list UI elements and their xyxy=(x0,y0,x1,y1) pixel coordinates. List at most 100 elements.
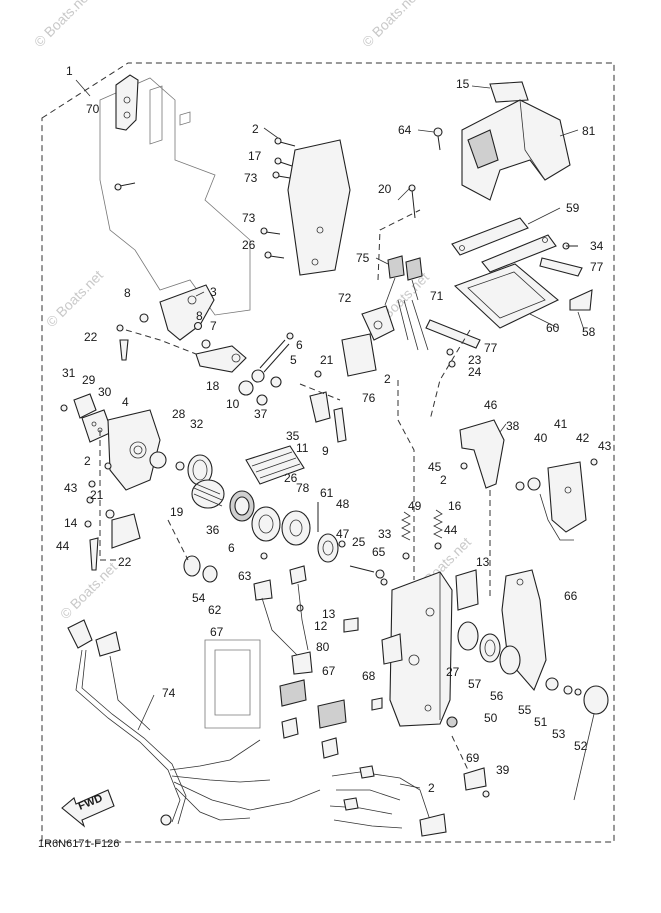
part-9-bracket xyxy=(309,370,347,443)
callout: 64 xyxy=(398,123,412,137)
part-57-ring xyxy=(457,621,521,675)
callout: 2 xyxy=(384,372,391,386)
callout: 44 xyxy=(444,523,458,537)
callout: 52 xyxy=(574,739,588,753)
watermark: © Boats.net xyxy=(57,559,120,622)
small-parts-left xyxy=(116,313,211,361)
callout: 4 xyxy=(122,395,129,409)
part-64-screw xyxy=(433,127,443,151)
part-76-plate xyxy=(341,333,377,377)
callout: 2 xyxy=(440,473,447,487)
callout: 74 xyxy=(162,686,176,700)
leader-lines xyxy=(99,209,491,771)
callout: 19 xyxy=(170,505,184,519)
callout: 12 xyxy=(314,619,328,633)
remote-housing-outline xyxy=(99,77,261,729)
callout: 3 xyxy=(210,285,217,299)
callout: 67 xyxy=(210,625,224,639)
callout: 73 xyxy=(244,171,258,185)
callout: 11 xyxy=(296,441,309,455)
callout-labels: 1 70 15 81 2 64 17 73 20 59 34 77 73 26 … xyxy=(56,64,612,795)
part-72-plate xyxy=(361,305,395,341)
callout: 9 xyxy=(322,444,329,458)
callout: 70 xyxy=(86,102,100,116)
callout: 67 xyxy=(322,664,336,678)
callout: 33 xyxy=(378,527,392,541)
callout: 15 xyxy=(456,77,470,91)
callout: 68 xyxy=(362,669,376,683)
part-bracket-plate xyxy=(287,139,351,276)
assembly-boundary xyxy=(41,62,615,843)
callout: 20 xyxy=(378,182,392,196)
part-67-plate xyxy=(381,569,479,665)
callout: 41 xyxy=(554,417,568,431)
callout: 36 xyxy=(206,523,220,537)
callout: 30 xyxy=(98,385,112,399)
part-65-pin xyxy=(338,540,388,586)
part-59-bracket xyxy=(451,217,557,273)
callout: 28 xyxy=(172,407,186,421)
callout: 49 xyxy=(408,499,422,513)
callout: 8 xyxy=(124,286,131,300)
part-50-knob xyxy=(545,677,609,715)
part-20-bolt xyxy=(408,184,416,219)
callout: 47 xyxy=(336,527,350,541)
callout: 5 xyxy=(290,353,297,367)
callout: 75 xyxy=(356,251,370,265)
callout: 1 xyxy=(66,64,73,78)
callout: 45 xyxy=(428,460,442,474)
callout: 17 xyxy=(248,149,262,163)
callout: 21 xyxy=(320,353,334,367)
part-35-spring xyxy=(175,454,213,486)
fwd-arrow: FWD xyxy=(61,789,115,828)
callout: 35 xyxy=(286,429,300,443)
part-66-plug xyxy=(343,617,359,633)
callout: 16 xyxy=(448,499,462,513)
part-15-plate xyxy=(489,81,529,103)
part-38-bracket xyxy=(459,419,505,489)
watermark: © Boats.net xyxy=(31,0,94,50)
callout: 56 xyxy=(490,689,504,703)
part-46-cam xyxy=(245,445,305,485)
callout: 37 xyxy=(254,407,268,421)
callout: 51 xyxy=(534,715,548,729)
callout: 2 xyxy=(428,781,435,795)
part-3-lever xyxy=(159,284,215,341)
small-parts-mid-left xyxy=(88,462,112,488)
part-77-strip xyxy=(425,257,583,349)
main-control-body xyxy=(389,571,453,727)
callout: 6 xyxy=(228,541,235,555)
part-10-knob xyxy=(238,376,282,406)
part-34-screw xyxy=(562,242,578,250)
part-60-gasket xyxy=(453,263,560,329)
callout: 80 xyxy=(316,640,330,654)
callout: 32 xyxy=(190,417,204,431)
callout: 26 xyxy=(284,471,298,485)
callout: 43 xyxy=(64,481,78,495)
callout: 81 xyxy=(582,124,596,138)
callout: 22 xyxy=(84,330,98,344)
part-23-washer xyxy=(446,348,456,368)
callout: 31 xyxy=(62,366,76,380)
callout: 59 xyxy=(566,201,580,215)
part-39-clip xyxy=(463,767,490,798)
watermark: © Boats.net xyxy=(359,0,422,50)
callout: 71 xyxy=(430,289,444,303)
callout: 55 xyxy=(518,703,532,717)
callout: 2 xyxy=(84,454,91,468)
callout: 66 xyxy=(564,589,578,603)
callout: 18 xyxy=(206,379,220,393)
part-27-spacer xyxy=(371,697,383,711)
callout: 48 xyxy=(336,497,350,511)
part-69-wire-harness xyxy=(67,619,321,826)
callout: 8 xyxy=(196,309,203,323)
callout: 23 xyxy=(468,353,482,367)
callout: 42 xyxy=(576,431,590,445)
callout: 53 xyxy=(552,727,566,741)
diagram-code: 1R6N6171-F126 xyxy=(38,838,119,850)
callout: 7 xyxy=(210,319,217,333)
callout: 26 xyxy=(242,238,256,252)
part-41-trim-sender xyxy=(515,458,598,541)
callout: 2 xyxy=(252,122,259,136)
part-29-plate xyxy=(60,393,113,443)
